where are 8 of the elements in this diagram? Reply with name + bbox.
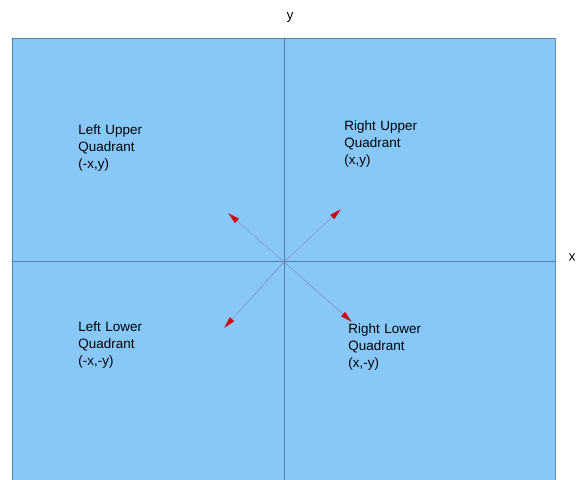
quadrant-box: Left Lower Quadrant (-x,-y) — [12, 261, 285, 480]
node-label: Left Lower Quadrant — [78, 321, 142, 351]
axis-label: y — [286, 12, 294, 22]
quadrant-box: Left Upper Quadrant (-x,y) — [12, 38, 285, 262]
axis-label: x — [568, 253, 576, 261]
quadrant-box: Right Upper Quadrant (x,y) — [284, 38, 556, 262]
node-label: (-x,-y) — [79, 355, 113, 368]
quadrant-box: Right Lower Quadrant (x,-y) — [284, 261, 556, 480]
